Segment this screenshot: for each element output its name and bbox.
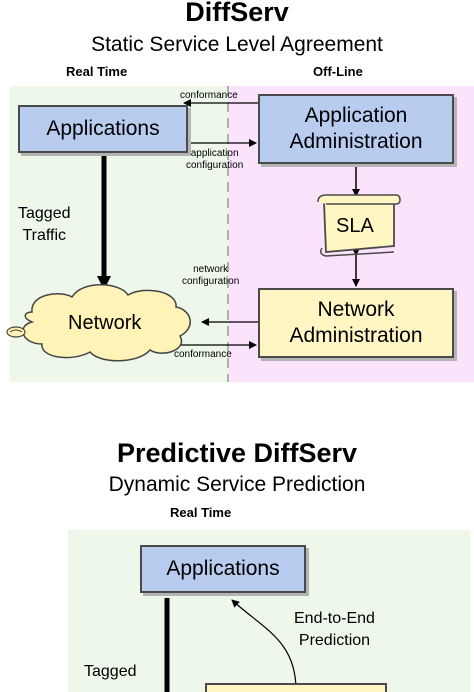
network-label: Network <box>68 312 142 334</box>
prediction-label: End-to-End Prediction <box>294 610 375 649</box>
sla-label: SLA <box>336 215 374 237</box>
cloud-puff <box>6 326 26 338</box>
app-config-label: application configuration <box>186 148 244 171</box>
predictive-applications-box: Applications <box>140 545 306 593</box>
offline-label: Off-Line <box>313 64 363 79</box>
cloud-swirl <box>9 329 23 333</box>
predictive-bottom-box <box>205 683 387 692</box>
realtime-label: Real Time <box>66 64 128 79</box>
predictive-realtime-label: Real Time <box>170 505 232 520</box>
diffserv-title: DiffServ <box>185 0 289 27</box>
app-admin-box: Application Administration <box>258 94 454 164</box>
predictive-tagged-label: Tagged <box>84 663 137 680</box>
predictive-subtitle: Dynamic Service Prediction <box>108 473 366 496</box>
tagged-traffic-label: Tagged Traffic <box>18 205 71 244</box>
applications-box: Applications <box>18 105 188 153</box>
network-cloud <box>22 284 191 362</box>
net-config-label: network configuration <box>182 264 240 287</box>
conformance-top-label: conformance <box>180 90 238 101</box>
prediction-arrow <box>231 599 297 691</box>
predictive-title: Predictive DiffServ <box>116 438 358 468</box>
diffserv-subtitle: Static Service Level Agreement <box>91 33 383 56</box>
conformance-bottom-label: conformance <box>174 349 232 360</box>
net-admin-box: Network Administration <box>258 288 454 358</box>
